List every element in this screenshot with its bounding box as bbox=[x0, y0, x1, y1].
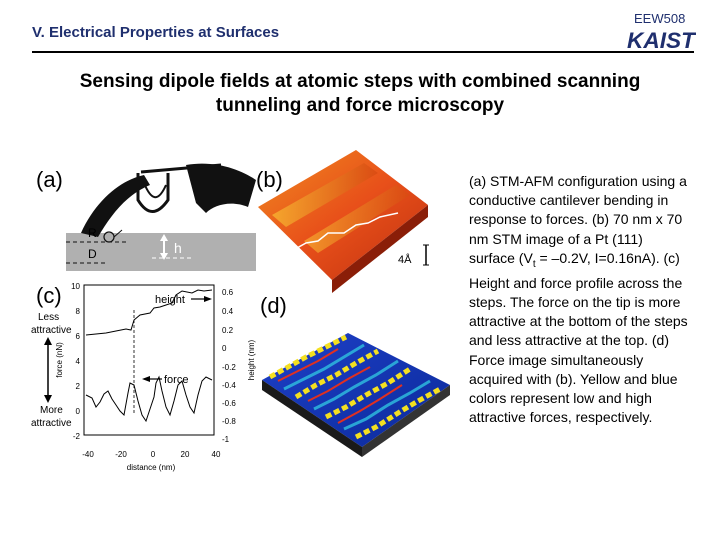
profile-plot-frame bbox=[83, 284, 215, 436]
panel-c: (c) 10 8 6 4 2 0 -2 0.6 0.4 0.2 0 -0.2 -… bbox=[31, 282, 256, 472]
more-attractive-label-line1: More bbox=[40, 405, 63, 416]
more-attractive-label-line2: attractive bbox=[31, 418, 72, 429]
x-tick-label: -20 bbox=[115, 450, 127, 459]
panel-a-label: (a) bbox=[36, 167, 63, 192]
panel-d: (d) bbox=[260, 293, 450, 457]
left-axis-title: force (nN) bbox=[55, 342, 64, 378]
right-tick-label: -0.8 bbox=[222, 417, 236, 426]
right-tick-label: 0 bbox=[222, 344, 227, 353]
attraction-arrow-head-up bbox=[44, 337, 52, 345]
afm-image-surface bbox=[262, 333, 450, 447]
right-axis-title: height (nm) bbox=[247, 339, 256, 380]
right-tick-label: -0.4 bbox=[222, 381, 236, 390]
force-curve-label: force bbox=[164, 374, 188, 386]
panel-b-label: (b) bbox=[256, 167, 283, 192]
r-arrow bbox=[113, 229, 123, 238]
afm-cyan-band-2 bbox=[313, 359, 399, 411]
stm-step-band-2 bbox=[304, 185, 410, 253]
x-axis-title: distance (nm) bbox=[127, 463, 176, 472]
right-tick-label: 0.2 bbox=[222, 326, 234, 335]
right-tick-label: 0.6 bbox=[222, 288, 234, 297]
course-code: EEW508 bbox=[634, 11, 686, 26]
figure-caption: (a) STM-AFM configuration using a conduc… bbox=[469, 172, 689, 427]
r-label: R bbox=[88, 226, 97, 240]
slide-title: Sensing dipole fields at atomic steps wi… bbox=[79, 71, 641, 116]
right-tick-label: -0.2 bbox=[222, 363, 236, 372]
x-tick-label: 0 bbox=[151, 450, 156, 459]
tip-body bbox=[143, 182, 167, 199]
afm-red-ridge-3 bbox=[337, 384, 403, 424]
h-arrow-head-down bbox=[160, 253, 168, 260]
caption-part2: = –0.2V, I=0.16nA). (c) Height and force… bbox=[469, 249, 688, 426]
x-tick-label: 40 bbox=[212, 450, 221, 459]
force-profile-curve bbox=[85, 375, 213, 423]
panel-c-label: (c) bbox=[36, 283, 62, 308]
left-tick-label: 4 bbox=[76, 357, 81, 366]
less-attractive-label-line1: Less bbox=[38, 312, 59, 323]
height-profile-curve bbox=[85, 289, 213, 336]
panel-d-label: (d) bbox=[260, 293, 287, 318]
header-divider bbox=[32, 51, 694, 53]
left-tick-label: 10 bbox=[71, 282, 80, 291]
afm-yellow-ridge-2 bbox=[294, 348, 380, 400]
section-title: V. Electrical Properties at Surfaces bbox=[32, 24, 280, 41]
panel-b: (b) 4Å bbox=[256, 150, 429, 293]
stm-profile-line bbox=[287, 212, 399, 254]
cantilever-beam bbox=[140, 163, 222, 174]
d-label: D bbox=[88, 247, 97, 261]
left-tick-label: 8 bbox=[76, 307, 81, 316]
kaist-logo: KAIST bbox=[627, 30, 696, 50]
less-attractive-label-line2: attractive bbox=[31, 325, 72, 336]
left-tick-label: 0 bbox=[76, 407, 81, 416]
afm-image-side-right bbox=[362, 385, 450, 457]
afm-image-side bbox=[262, 380, 362, 457]
cantilever-left bbox=[81, 175, 150, 237]
left-tick-label: 6 bbox=[76, 332, 81, 341]
afm-cyan-band-1 bbox=[283, 343, 365, 391]
right-tick-label: -0.6 bbox=[222, 399, 236, 408]
h-label: h bbox=[174, 240, 182, 256]
x-tick-label: -40 bbox=[82, 450, 94, 459]
height-label-arrow-head bbox=[204, 296, 212, 302]
left-tick-label: -2 bbox=[73, 432, 81, 441]
left-tick-label: 2 bbox=[76, 382, 81, 391]
afm-yellow-ridge-4 bbox=[354, 386, 442, 440]
stm-image-surface bbox=[258, 150, 428, 280]
afm-yellow-ridge-3 bbox=[324, 366, 412, 420]
afm-red-ridge-1 bbox=[277, 348, 339, 382]
afm-cyan-band-3 bbox=[343, 379, 431, 431]
h-arrow-head-up bbox=[160, 234, 168, 241]
stm-image-side bbox=[332, 205, 428, 293]
figure: (a) R D h (b) 4Å (c) 10 8 6 bbox=[31, 150, 450, 472]
kaist-logo-text: KAIST bbox=[627, 30, 696, 50]
tip-u-shape bbox=[136, 173, 170, 213]
stm-step-band-1 bbox=[272, 163, 378, 227]
afm-red-ridge-2 bbox=[307, 366, 371, 402]
panel-a: (a) R D h bbox=[36, 163, 256, 271]
afm-yellow-ridge-1 bbox=[268, 334, 348, 380]
right-tick-label: -1 bbox=[222, 435, 230, 444]
cantilever-right bbox=[186, 163, 256, 213]
attraction-arrow-head-down bbox=[44, 395, 52, 403]
right-tick-label: 0.4 bbox=[222, 307, 234, 316]
x-tick-label: 20 bbox=[181, 450, 190, 459]
caption-part1: (a) STM-AFM configuration using a conduc… bbox=[469, 173, 687, 266]
caption-subscript: t bbox=[532, 258, 536, 270]
force-label-arrow-head bbox=[142, 376, 150, 382]
stm-scale-label: 4Å bbox=[398, 253, 412, 266]
height-curve-label: height bbox=[155, 294, 185, 306]
